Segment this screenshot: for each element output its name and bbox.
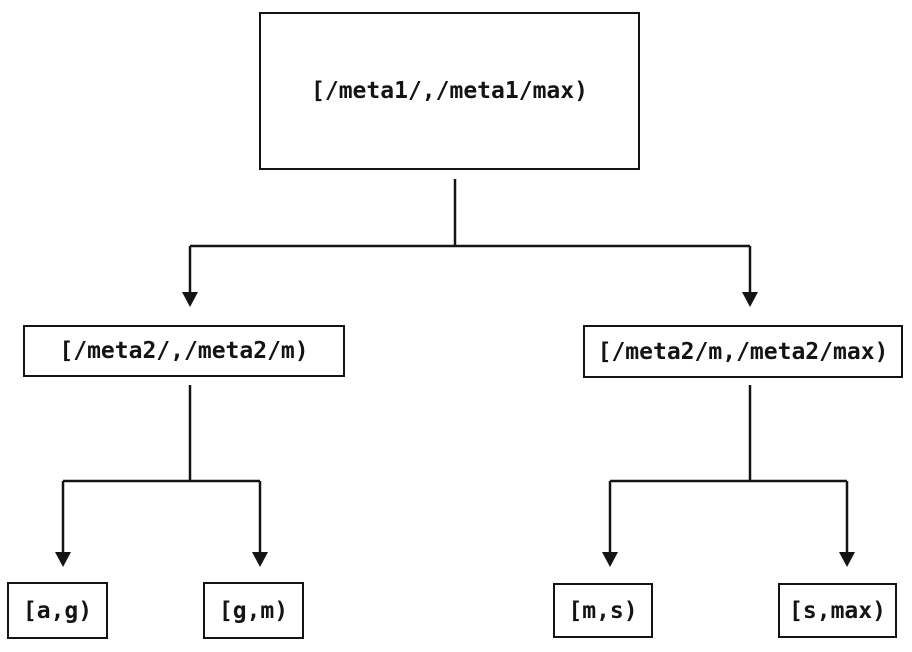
edge-right-to-leaves [602,385,855,567]
arrowhead-down-icon [839,552,855,567]
node-label: [s,max) [789,597,886,624]
edge-root-to-children [182,179,758,307]
node-label: [/meta1/,/meta1/max) [311,78,588,104]
arrowhead-down-icon [55,552,71,567]
node-label: [a,g) [22,597,93,624]
tree-node-leaf-ms: [m,s) [553,583,653,638]
tree-node-root: [/meta1/,/meta1/max) [259,12,640,170]
tree-node-left: [/meta2/,/meta2/m) [23,325,345,377]
tree-node-right: [/meta2/m,/meta2/max) [583,325,903,378]
tree-node-leaf-smax: [s,max) [778,583,897,638]
arrowhead-down-icon [602,552,618,567]
edge-left-to-leaves [55,385,268,567]
node-label: [g,m) [218,597,289,624]
node-label: [/meta2/m,/meta2/max) [597,338,889,365]
arrowhead-down-icon [252,552,268,567]
node-label: [m,s) [568,597,638,624]
tree-node-leaf-gm: [g,m) [203,582,304,639]
arrowhead-down-icon [742,292,758,307]
arrowhead-down-icon [182,292,198,307]
node-label: [/meta2/,/meta2/m) [59,338,309,364]
tree-node-leaf-ag: [a,g) [7,582,108,639]
